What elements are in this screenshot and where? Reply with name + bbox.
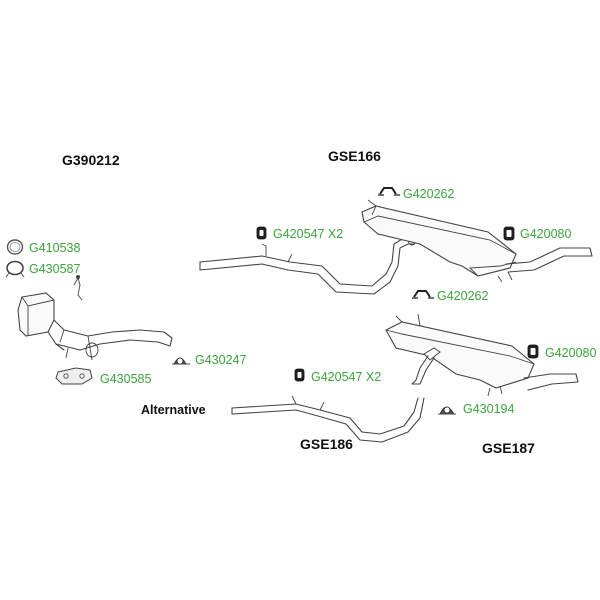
- rubber-mount-icon[interactable]: [172, 357, 190, 365]
- part-label-g410538[interactable]: G410538: [29, 241, 81, 255]
- assembly-label-gse166: GSE166: [328, 148, 381, 164]
- part-label-g420262-top[interactable]: G420262: [403, 187, 455, 201]
- rubber-hanger-icon[interactable]: [294, 368, 305, 382]
- part-label-g430587[interactable]: G430587: [29, 262, 81, 276]
- part-label-g430585[interactable]: G430585: [100, 372, 152, 386]
- part-label-g420547-top[interactable]: G420547 X2: [273, 227, 344, 241]
- clamp-icon[interactable]: [5, 260, 25, 278]
- part-label-g420547-bottom[interactable]: G420547 X2: [311, 370, 382, 384]
- part-label-g430194[interactable]: G430194: [463, 402, 515, 416]
- gse166-exhaust-system[interactable]: [199, 199, 593, 295]
- part-label-g420080-mid[interactable]: G420080: [545, 346, 597, 360]
- gse186-exhaust-system[interactable]: [231, 395, 425, 443]
- assembly-label-gse186: GSE186: [300, 436, 353, 452]
- alternative-label: Alternative: [141, 403, 206, 417]
- part-label-g420080-top[interactable]: G420080: [520, 227, 572, 241]
- assembly-label-gse187: GSE187: [482, 440, 535, 456]
- gse187-exhaust-system[interactable]: [385, 313, 579, 397]
- assembly-label-g390212: G390212: [62, 152, 120, 168]
- part-label-g430247[interactable]: G430247: [195, 353, 247, 367]
- rubber-hanger-icon[interactable]: [256, 226, 267, 240]
- hanger-bracket-icon[interactable]: [378, 187, 400, 196]
- rubber-hanger-icon[interactable]: [503, 226, 515, 241]
- flange-gasket-icon[interactable]: [55, 367, 93, 385]
- hanger-bracket-icon[interactable]: [412, 290, 434, 299]
- rubber-hanger-icon[interactable]: [527, 344, 539, 359]
- particulate-filter-section[interactable]: [17, 275, 173, 361]
- rubber-mount-icon[interactable]: [438, 406, 456, 415]
- ring-gasket-icon[interactable]: [6, 239, 24, 255]
- part-label-g420262-mid[interactable]: G420262: [437, 289, 489, 303]
